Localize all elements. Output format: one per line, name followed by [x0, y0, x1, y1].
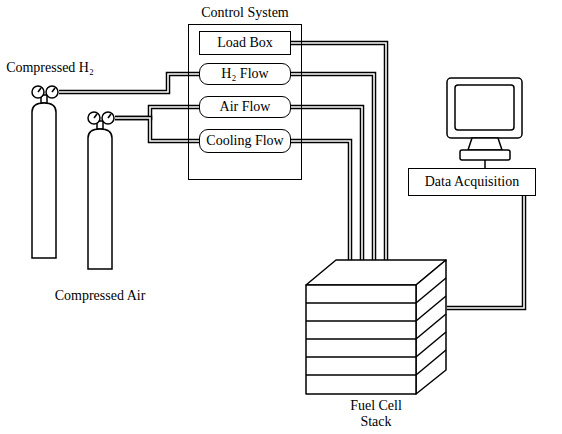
stack-symbol	[304, 258, 448, 396]
flow-controller: H₂ Flow	[199, 63, 291, 85]
fuel-cell-stack: Fuel Cell Stack	[298, 258, 454, 432]
node-label: Compressed H₂	[0, 60, 100, 76]
node-label: Air Flow	[220, 99, 271, 115]
computer-monitor	[447, 78, 522, 168]
node-label: H₂ Flow	[221, 66, 268, 82]
control-system-box: Control SystemLoad BoxH₂ FlowAir FlowCoo…	[188, 24, 302, 180]
cylinder-symbol	[86, 110, 126, 270]
node-label: Data Acquisition	[425, 174, 520, 190]
pipe-connector	[291, 74, 374, 270]
gas-cylinder: Compressed Air	[30, 110, 170, 306]
flow-controller: Cooling Flow	[199, 129, 291, 153]
pipe-connector	[115, 118, 199, 141]
gas-cylinder: Compressed H₂	[0, 58, 100, 263]
flow-controller: Air Flow	[199, 96, 291, 118]
node-label: Compressed Air	[30, 288, 170, 304]
node-label: Control System	[189, 5, 301, 21]
node-label: Cooling Flow	[206, 133, 283, 149]
node-label: Load Box	[217, 35, 273, 51]
pipe-connector	[291, 141, 350, 270]
cylinder-symbol	[30, 84, 70, 259]
pipe-connector	[291, 43, 386, 270]
load-box: Load Box	[199, 31, 291, 55]
pipe-connector	[447, 196, 524, 308]
data-acquisition-box: Data Acquisition	[408, 168, 536, 196]
node-label: Fuel Cell Stack	[338, 398, 414, 430]
pipe-connector	[59, 74, 199, 92]
